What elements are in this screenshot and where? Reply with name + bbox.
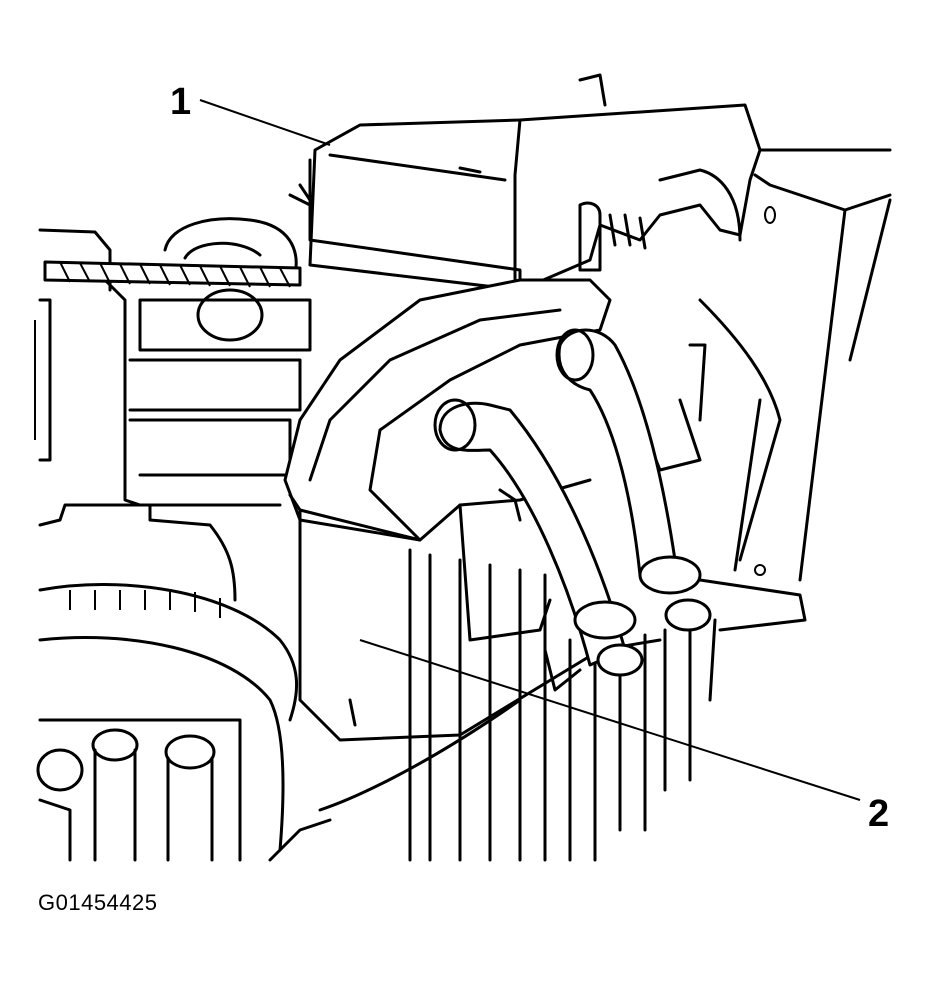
callout-label-2: 2: [868, 793, 889, 835]
housing-item-1: [288, 73, 892, 292]
heater-hoses: [433, 328, 807, 692]
leader-lines: [199, 99, 861, 801]
callout-label-1: 1: [170, 81, 191, 123]
wiring-harness: [43, 260, 302, 288]
leader-line-1: [199, 99, 331, 146]
figure-id: G01454425: [38, 890, 158, 915]
engine-left-components: [34, 217, 312, 852]
heater-core-item-2: [268, 278, 717, 862]
leader-line-2: [359, 639, 861, 801]
lower-fittings: [36, 718, 242, 862]
right-bracket: [638, 198, 892, 582]
